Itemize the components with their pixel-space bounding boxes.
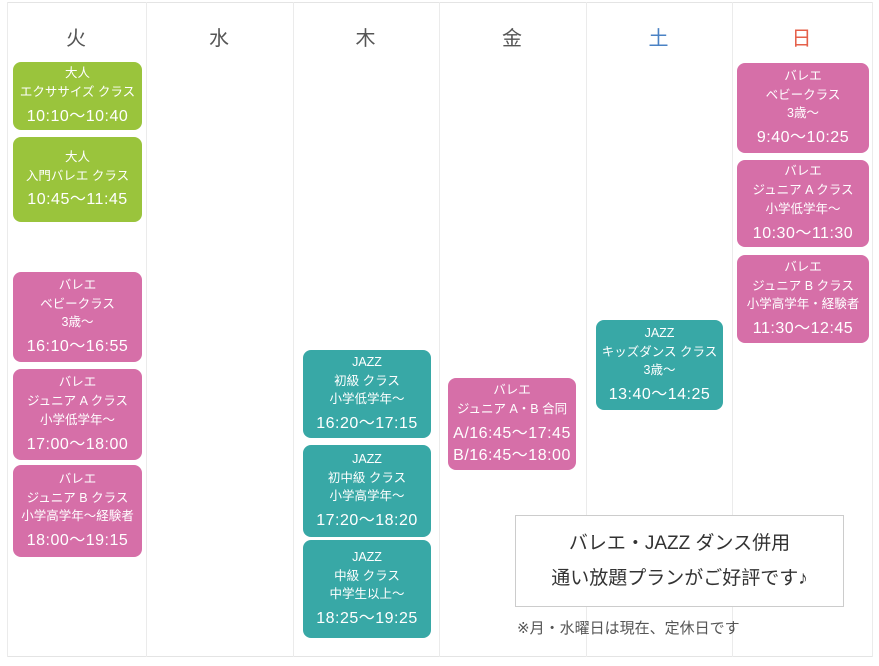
class-name-line: JAZZ bbox=[352, 549, 382, 564]
class-name-line: バレエ bbox=[58, 277, 97, 292]
column-divider bbox=[586, 2, 587, 657]
column-divider bbox=[872, 2, 873, 657]
class-time: 10:30〜11:30 bbox=[752, 224, 854, 242]
column-divider bbox=[439, 2, 440, 657]
class-time: 13:40〜14:25 bbox=[608, 386, 711, 404]
table-bottom-border bbox=[7, 656, 873, 657]
class-name-line: 入門バレエ クラス bbox=[25, 168, 130, 183]
class-time: 10:10〜10:40 bbox=[26, 107, 129, 125]
class-name-line: ジュニア A クラス bbox=[752, 183, 854, 198]
class-time: 9:40〜10:25 bbox=[756, 129, 850, 147]
class-name-line: 小学低学年〜 bbox=[39, 412, 115, 427]
class-time: 10:45〜11:45 bbox=[27, 191, 128, 209]
class-name-line: 大人 bbox=[64, 66, 90, 81]
class-name-line: 小学高学年〜 bbox=[329, 489, 405, 504]
class-block-ballet-baby-tue: バレエ ベビークラス 3歳〜 16:10〜16:55 bbox=[13, 272, 142, 362]
class-block-adult-exercise: 大人 エクササイズ クラス 10:10〜10:40 bbox=[13, 62, 142, 130]
class-name-line: 中学生以上〜 bbox=[329, 587, 405, 602]
column-divider bbox=[7, 2, 8, 657]
class-name-line: 小学低学年〜 bbox=[329, 392, 405, 407]
class-block-jazz-pre-intermediate: JAZZ 初中級 クラス 小学高学年〜 17:20〜18:20 bbox=[303, 445, 431, 537]
class-name-line: バレエ bbox=[58, 471, 97, 486]
day-header-wed: 水 bbox=[209, 28, 230, 50]
class-time: B/16:45〜18:00 bbox=[453, 446, 571, 464]
day-header-tue: 火 bbox=[66, 28, 87, 50]
campaign-notice-line: バレエ・JAZZ ダンス併用 bbox=[568, 532, 791, 554]
day-header-fri: 金 bbox=[502, 28, 523, 50]
class-name-line: 大人 bbox=[64, 149, 90, 164]
class-block-ballet-junior-ab-joint: バレエ ジュニア A・B 合同 A/16:45〜17:45 B/16:45〜18… bbox=[448, 378, 576, 470]
campaign-notice-box: バレエ・JAZZ ダンス併用 通い放題プランがご好評です♪ bbox=[515, 515, 844, 607]
class-time: 11:30〜12:45 bbox=[752, 320, 854, 338]
class-name-line: ジュニア A クラス bbox=[27, 394, 128, 409]
class-time: 17:20〜18:20 bbox=[316, 512, 418, 530]
table-top-border bbox=[7, 2, 873, 3]
class-name-line: 小学高学年〜経験者 bbox=[21, 509, 134, 524]
class-name-line: ベビークラス bbox=[40, 296, 115, 311]
class-time: 16:20〜17:15 bbox=[316, 415, 418, 433]
class-name-line: JAZZ bbox=[644, 325, 675, 340]
class-name-line: ジュニア B クラス bbox=[26, 490, 129, 505]
campaign-notice-line: 通い放題プランがご好評です♪ bbox=[551, 568, 808, 589]
day-header-sat: 土 bbox=[648, 28, 670, 50]
class-name-line: ジュニア A・B 合同 bbox=[456, 402, 568, 417]
class-time: 16:10〜16:55 bbox=[26, 338, 129, 356]
class-block-ballet-junior-a-sun: バレエ ジュニア A クラス 小学低学年〜 10:30〜11:30 bbox=[737, 160, 869, 247]
class-time: 18:00〜19:15 bbox=[26, 532, 129, 550]
class-block-jazz-beginner: JAZZ 初級 クラス 小学低学年〜 16:20〜17:15 bbox=[303, 350, 431, 438]
closed-days-note: ※月・水曜日は現在、定休日です bbox=[517, 620, 740, 637]
class-name-line: 初中級 クラス bbox=[327, 470, 407, 485]
column-divider bbox=[146, 2, 147, 657]
class-name-line: バレエ bbox=[58, 375, 97, 390]
class-block-jazz-intermediate: JAZZ 中級 クラス 中学生以上〜 18:25〜19:25 bbox=[303, 540, 431, 638]
class-name-line: バレエ bbox=[784, 68, 822, 83]
class-time: A/16:45〜17:45 bbox=[453, 424, 571, 442]
class-block-ballet-baby-sun: バレエ ベビークラス 3歳〜 9:40〜10:25 bbox=[737, 63, 869, 153]
class-name-line: 3歳〜 bbox=[643, 363, 676, 378]
class-block-jazz-kids-dance: JAZZ キッズダンス クラス 3歳〜 13:40〜14:25 bbox=[596, 320, 723, 410]
class-name-line: JAZZ bbox=[352, 451, 382, 466]
class-time: 17:00〜18:00 bbox=[26, 435, 129, 453]
class-time: 18:25〜19:25 bbox=[316, 610, 418, 628]
day-header-thu: 木 bbox=[355, 28, 377, 50]
day-header-sun: 日 bbox=[791, 28, 813, 50]
class-block-ballet-junior-b-sun: バレエ ジュニア B クラス 小学高学年・経験者 11:30〜12:45 bbox=[737, 255, 869, 343]
class-name-line: ベビークラス bbox=[765, 87, 841, 102]
class-name-line: バレエ bbox=[784, 164, 822, 179]
class-name-line: 中級 クラス bbox=[334, 568, 400, 583]
class-name-line: JAZZ bbox=[352, 354, 382, 369]
class-name-line: 3歳〜 bbox=[787, 106, 819, 121]
class-name-line: キッズダンス クラス bbox=[601, 344, 718, 359]
class-name-line: バレエ bbox=[493, 383, 531, 398]
column-divider bbox=[293, 2, 294, 657]
class-block-ballet-junior-b-tue: バレエ ジュニア B クラス 小学高学年〜経験者 18:00〜19:15 bbox=[13, 465, 142, 557]
class-name-line: 小学低学年〜 bbox=[765, 201, 841, 216]
class-block-adult-intro-ballet: 大人 入門バレエ クラス 10:45〜11:45 bbox=[13, 137, 142, 222]
class-name-line: 3歳〜 bbox=[61, 315, 94, 330]
class-name-line: バレエ bbox=[784, 259, 822, 274]
column-divider bbox=[732, 2, 733, 657]
class-name-line: 初級 クラス bbox=[334, 373, 400, 388]
class-name-line: 小学高学年・経験者 bbox=[746, 297, 860, 312]
class-block-ballet-junior-a-tue: バレエ ジュニア A クラス 小学低学年〜 17:00〜18:00 bbox=[13, 369, 142, 460]
class-name-line: ジュニア B クラス bbox=[752, 278, 854, 293]
class-name-line: エクササイズ クラス bbox=[19, 85, 136, 100]
